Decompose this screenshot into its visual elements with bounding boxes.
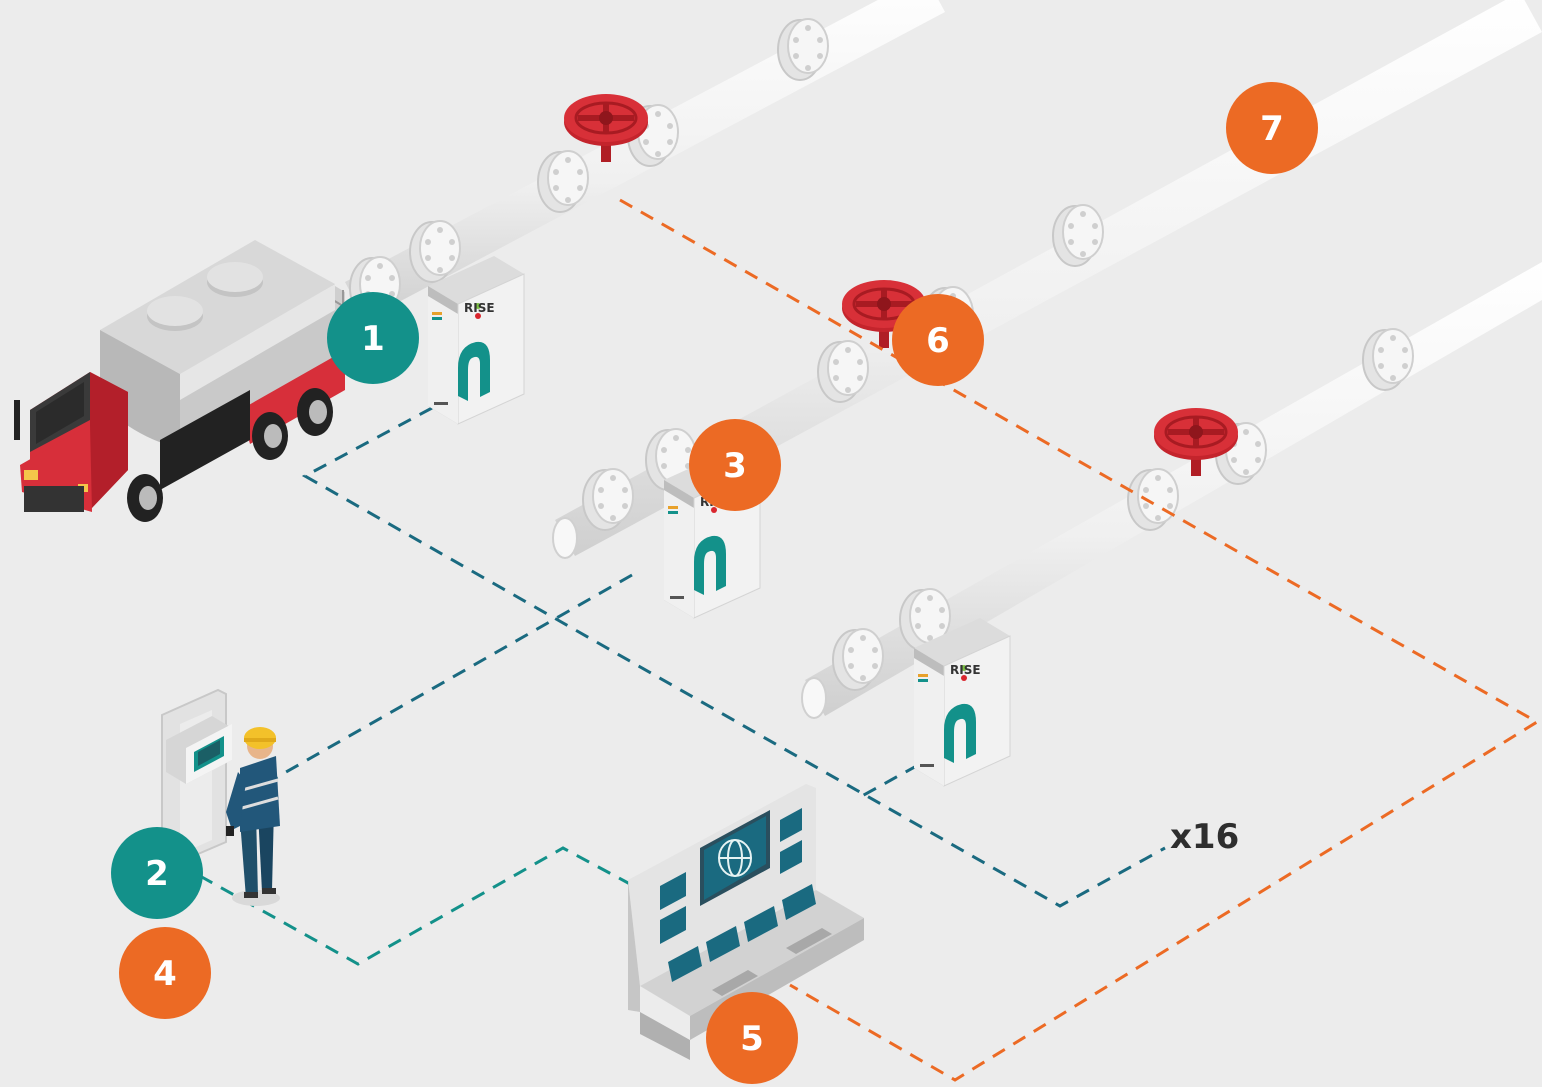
badge-5: 5 <box>706 992 798 1084</box>
badge-7: 7 <box>1226 82 1318 174</box>
device-multiplier-label: x16 <box>1170 817 1239 857</box>
globe-icon <box>718 839 752 877</box>
badge-6: 6 <box>892 294 984 386</box>
badge-2-label: 2 <box>145 854 169 894</box>
rise-brand-label: RISE <box>950 663 981 677</box>
badge-1-label: 1 <box>361 319 385 359</box>
badge-6-label: 6 <box>926 321 950 361</box>
pipeline-bottom <box>801 262 1542 719</box>
tanker-truck-icon <box>14 240 345 522</box>
rise-device-1: RISE <box>427 255 525 425</box>
badge-7-label: 7 <box>1260 109 1284 149</box>
badge-5-label: 5 <box>740 1019 764 1059</box>
badge-4-label: 4 <box>153 954 177 994</box>
badge-2: 2 <box>111 827 203 919</box>
teal-data-links <box>271 406 1166 908</box>
rise-device-3: RISE <box>913 617 1011 787</box>
orange-data-links <box>619 198 1540 1082</box>
pipeline-top <box>345 0 945 320</box>
badge-4: 4 <box>119 927 211 1019</box>
badge-3-label: 3 <box>723 446 747 486</box>
rise-brand-label: RISE <box>464 301 495 315</box>
badge-1: 1 <box>327 292 419 384</box>
operator-icon <box>226 727 280 906</box>
green-data-links <box>199 846 631 966</box>
badge-3: 3 <box>689 419 781 511</box>
